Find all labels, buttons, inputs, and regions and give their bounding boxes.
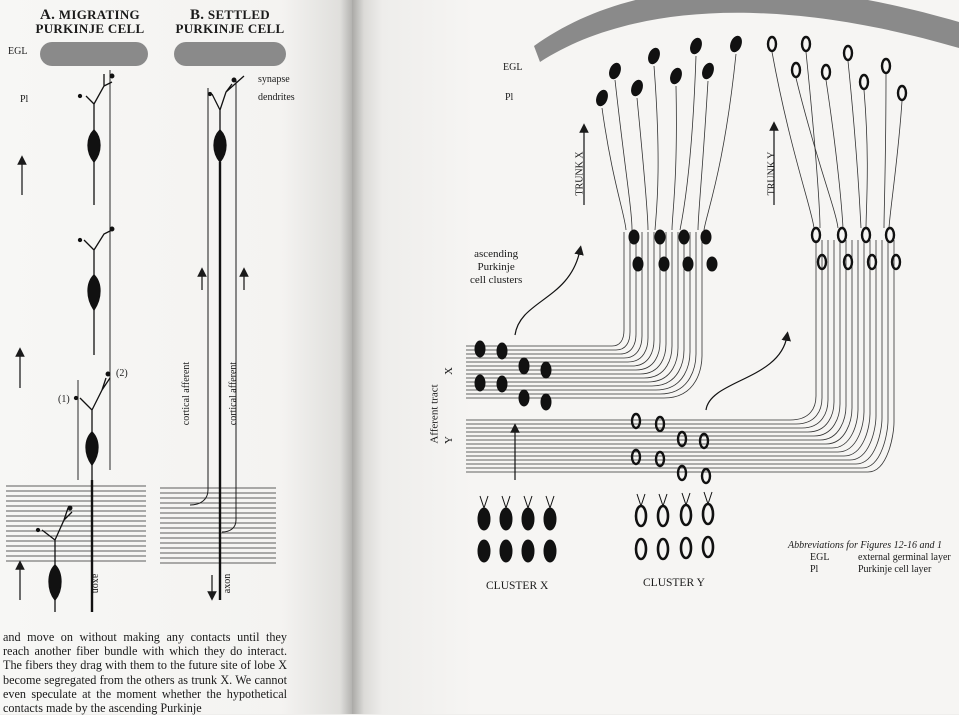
panel-a-line2: PURKINJE CELL [35,21,145,36]
abbreviation-row: EGL external germinal layer [788,552,951,564]
direction-arrows-left [15,155,249,601]
top-black-cells [596,35,742,107]
right-egl-label: EGL [503,62,523,73]
left-pl-label: Pl [20,94,29,105]
synapse-label: synapse [258,74,290,85]
trunk-y-cell-clusters [810,226,902,271]
ascending-line3: cell clusters [470,274,523,286]
trunk-y-fibers [771,51,903,229]
right-pl-label: Pl [505,92,514,103]
left-egl-label: EGL [8,46,28,57]
panel-b-heading: B. SETTLED PURKINJE CELL [170,8,290,36]
egl-bar-b [174,42,286,66]
body-paragraph: and move on without making any contacts … [3,630,287,715]
panel-a-letter: A. [40,7,56,23]
dendrites-label: dendrites [258,92,295,103]
book-gutter [340,0,364,714]
ascending-line2: Purkinje [477,261,515,273]
settled-purkinje-cell [207,75,245,600]
abbreviation-meaning: Purkinje cell layer [858,564,932,575]
cluster-y-dendrites [636,491,713,507]
cluster-y-cells [634,502,715,561]
panel-b-letter: B. [190,7,205,23]
guide-fibers-a [77,70,111,480]
abbreviation-key: Pl [810,564,819,575]
abbreviation-meaning: external germinal layer [858,552,951,563]
right-egl-band [534,0,959,62]
cluster-y-label: CLUSTER Y [643,577,705,589]
cortical-afferent-fibers [189,80,237,533]
migrating-purkinje-cell [35,73,115,612]
cluster-x-label: CLUSTER X [486,580,549,592]
trunk-x-cell-clusters [628,229,718,272]
fiber-bundle-b [160,487,276,564]
contact-2-label: (2) [116,368,128,379]
cluster-x-cells [477,495,557,563]
egl-bar-a [40,42,148,66]
abbreviations-legend: Abbreviations for Figures 12-16 and 1 EG… [788,540,951,576]
ascending-line1: ascending [474,248,519,260]
tract-x-cells [474,340,552,411]
tract-y-cells [630,412,712,485]
contact-1-label: (1) [58,394,70,405]
ascending-label: ascending Purkinje cell clusters [470,248,522,287]
body-paragraph-text: and move on without making any contacts … [3,630,287,715]
fiber-bundle-a [6,485,146,562]
abbreviation-key: EGL [810,552,830,563]
panel-a-heading: A. MIGRATING PURKINJE CELL [25,8,155,36]
abbreviations-caption: Abbreviations for Figures 12-16 and 1 [788,540,942,551]
tract-x-bundle [466,232,703,399]
panel-b-line1: SETTLED [207,7,270,22]
panel-b-line2: PURKINJE CELL [175,21,285,36]
trunk-x-fibers [601,53,737,231]
abbreviation-row: Pl Purkinje cell layer [788,564,951,576]
direction-arrows-right [510,121,791,480]
tract-y-bundle [466,240,895,473]
top-open-cells [766,35,908,102]
panel-a-line1: MIGRATING [58,7,140,22]
